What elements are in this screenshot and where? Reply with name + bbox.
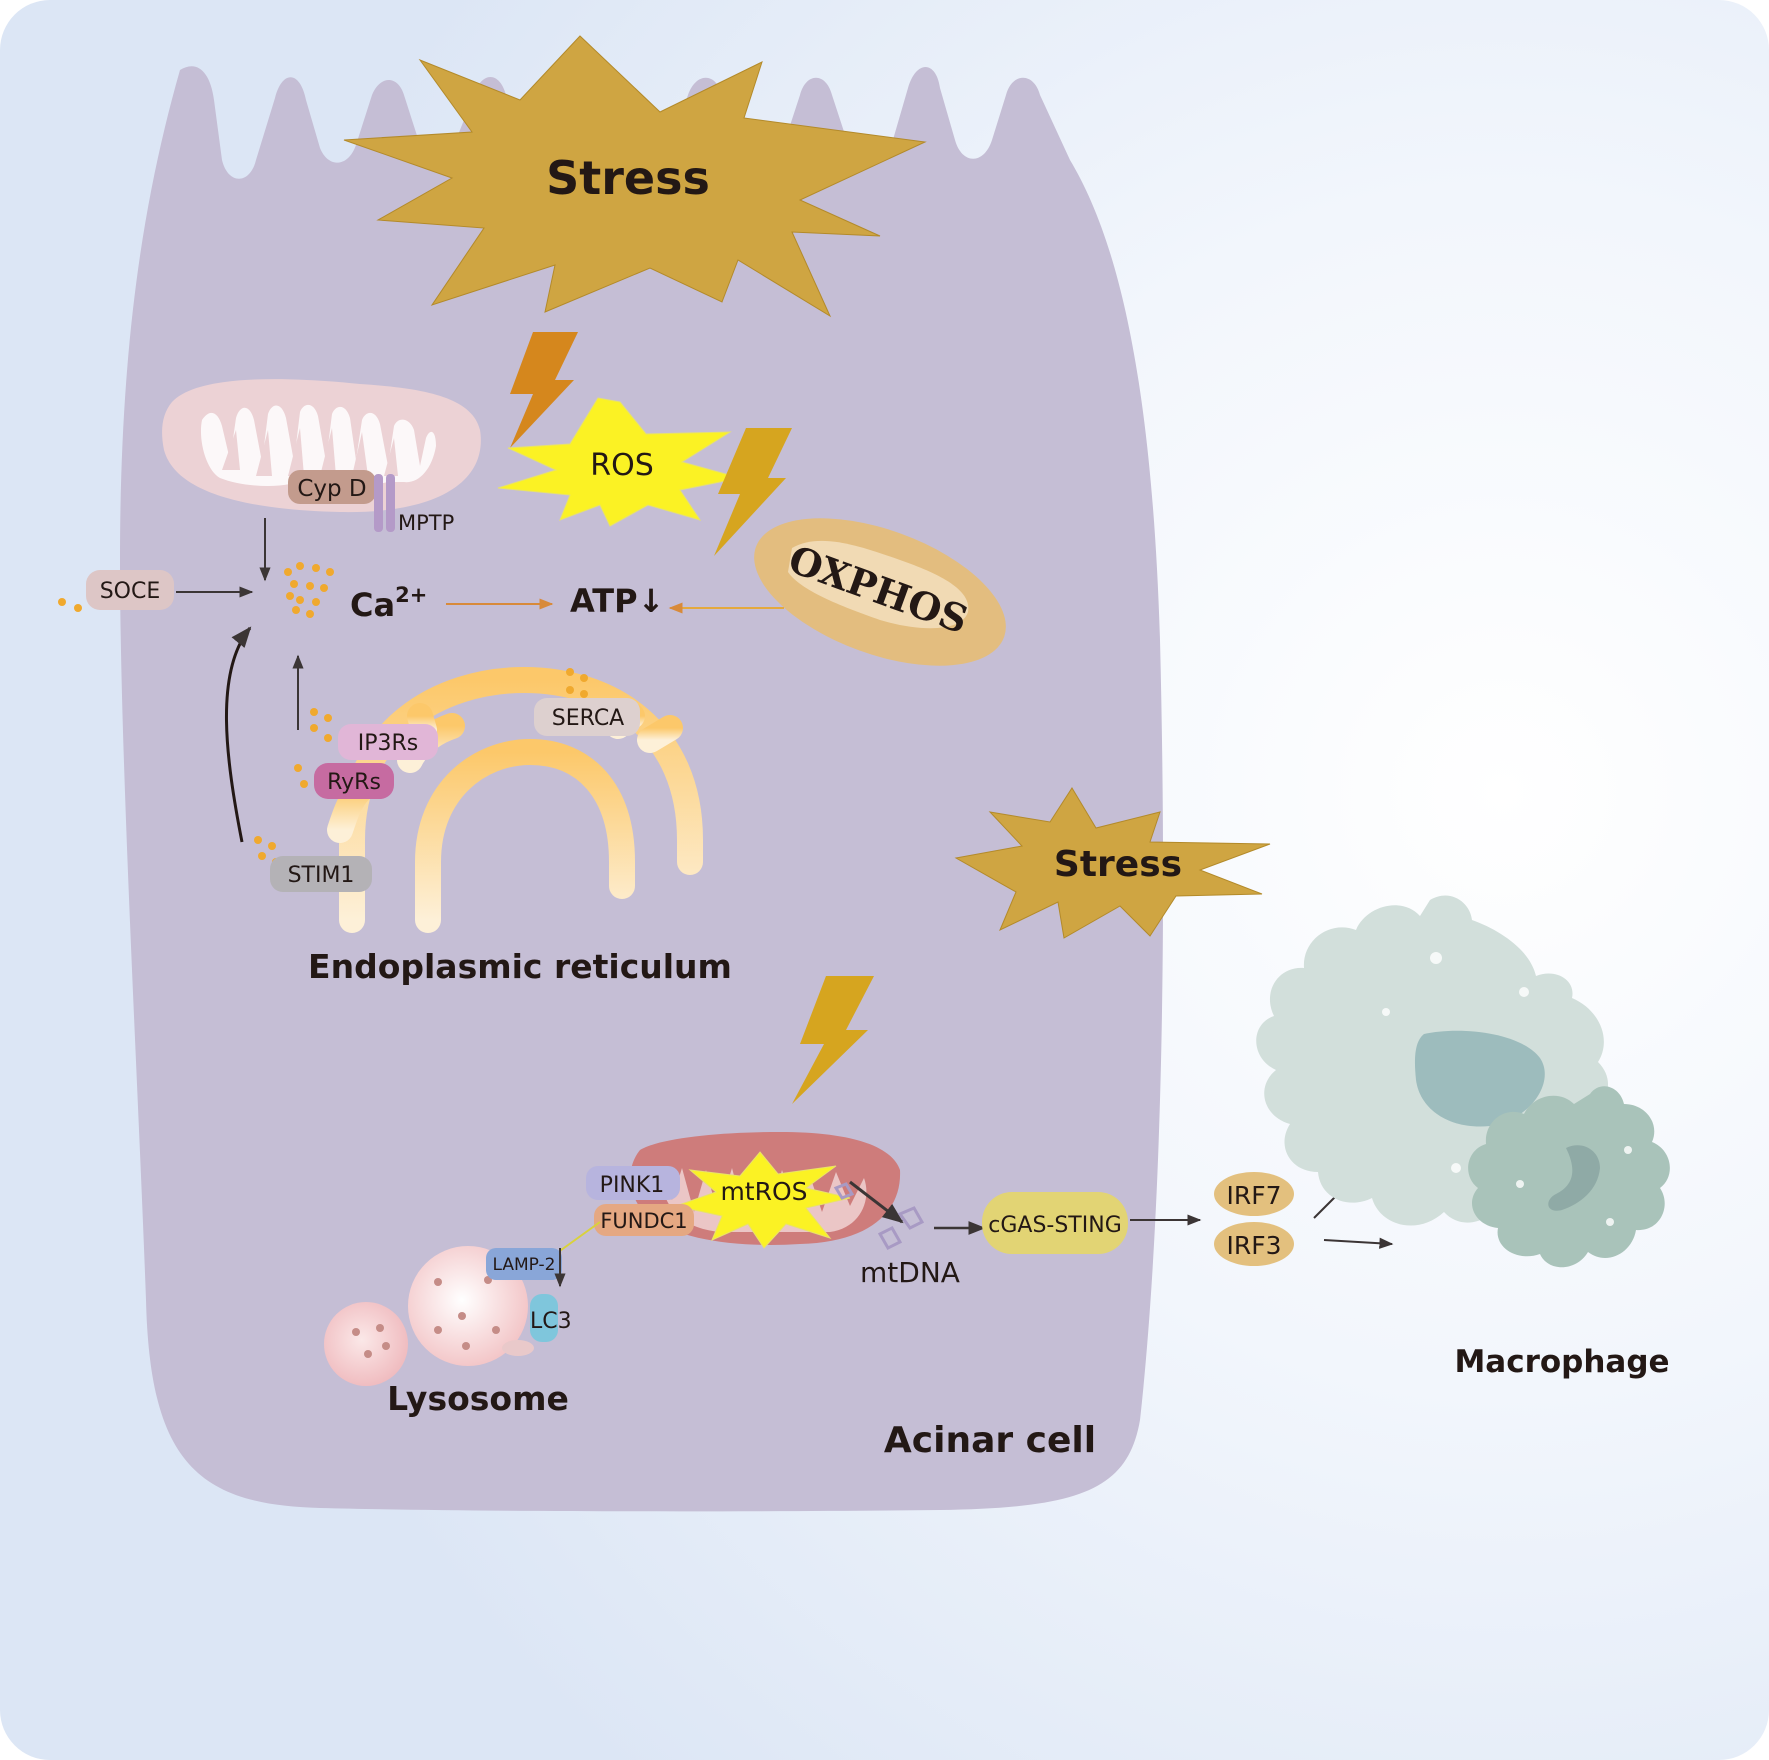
ros-label: ROS [590, 448, 654, 483]
ryrs-calcium-dots [294, 764, 308, 788]
calcium-label: Ca2+ [350, 583, 427, 624]
autophagosome-bud [502, 1340, 534, 1356]
stress-mid-label: Stress [1054, 844, 1182, 885]
arrow [225, 626, 252, 843]
irf3-factor[interactable] [1214, 1222, 1294, 1266]
atp-label: ATP↓ [570, 582, 664, 620]
lightning-icon [792, 976, 874, 1104]
mtros-burst [674, 1151, 851, 1249]
fundc1-label: FUNDC1 [600, 1209, 687, 1233]
stress-burst-middle [954, 787, 1271, 939]
irf7-factor[interactable] [1214, 1172, 1294, 1216]
mtros-label: mtROS [720, 1177, 807, 1206]
cgas-sting-label: cGAS-STING [988, 1213, 1122, 1238]
macrophage-label: Macrophage [1454, 1344, 1669, 1380]
arrow [849, 1180, 904, 1224]
lightning-icon [714, 428, 792, 556]
oxphos-mitochondrion [754, 518, 1006, 666]
soce-calcium-dots [58, 598, 82, 612]
mtdna-fragments [833, 1182, 925, 1250]
cyp-d-protein[interactable] [288, 470, 376, 504]
lysosome-small [324, 1302, 408, 1386]
ip3rs-calcium-dots [310, 708, 332, 742]
serca-pump[interactable] [534, 698, 640, 736]
serca-label: SERCA [552, 706, 624, 731]
pink1-label: PINK1 [600, 1173, 665, 1198]
calcium-label-superscript: 2+ [395, 583, 427, 607]
ip3rs-receptor[interactable] [338, 724, 438, 760]
calcium-ions [284, 562, 334, 618]
serca-calcium-dots [566, 668, 588, 698]
mptp-channel[interactable] [386, 474, 395, 532]
er-label: Endoplasmic reticulum [308, 947, 732, 986]
stim1-label: STIM1 [288, 863, 355, 888]
stress-burst-top [343, 35, 927, 318]
mptp-label: MPTP [398, 511, 454, 535]
arrow [1323, 1237, 1394, 1249]
irf3-label: IRF3 [1226, 1231, 1281, 1260]
lamp2-label: LAMP-2 [493, 1255, 556, 1275]
stim1-protein[interactable] [270, 856, 372, 892]
irf7-label: IRF7 [1226, 1181, 1281, 1210]
cgas-sting-complex[interactable] [982, 1192, 1128, 1254]
calcium-label-base: Ca [350, 586, 395, 624]
lc3-label: LC3 [530, 1309, 572, 1334]
lc3-protein[interactable] [530, 1294, 558, 1342]
ros-burst [497, 397, 741, 527]
ryrs-label: RyRs [327, 770, 381, 795]
ryrs-receptor[interactable] [314, 763, 394, 799]
mtdna-label: mtDNA [860, 1256, 960, 1289]
stress-top-label: Stress [546, 151, 710, 205]
acinar-cell-body [120, 66, 1164, 1512]
lightning-icon [510, 332, 578, 448]
pink1-protein[interactable] [586, 1166, 680, 1200]
fundc1-protein[interactable] [594, 1204, 694, 1236]
ip3rs-label: IP3Rs [358, 731, 419, 756]
mptp-channel[interactable] [374, 474, 383, 532]
mitochondrion-top [162, 379, 481, 513]
soce-label: SOCE [100, 579, 161, 604]
acinar-cell-label: Acinar cell [884, 1420, 1096, 1461]
lamp2-protein[interactable] [486, 1248, 562, 1280]
cyp-d-label: Cyp D [297, 476, 366, 502]
soce-channel[interactable] [86, 570, 174, 610]
lysosome-label: Lysosome [387, 1379, 569, 1418]
macrophage-cell-small [1468, 1086, 1670, 1268]
